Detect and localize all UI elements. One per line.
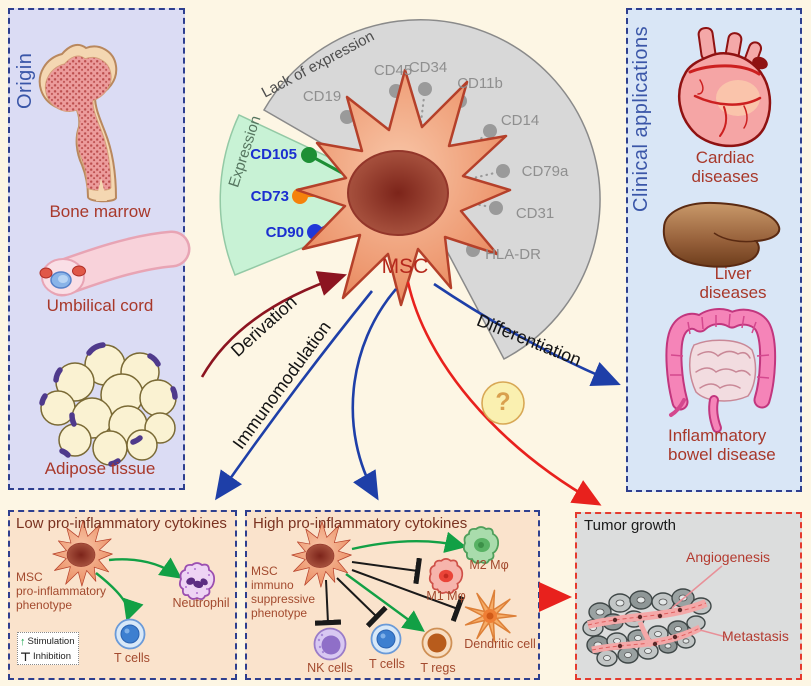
low-panel-title: Low pro-inflammatory cytokines — [16, 515, 227, 532]
stimulation-arrow-icon: ↑ — [20, 635, 26, 648]
m2-label: M2 Mφ — [469, 558, 509, 572]
marker-cd90: CD90 — [265, 224, 304, 241]
bone-marrow-label: Bone marrow — [49, 202, 151, 221]
neutrophil-label: Neutrophil — [172, 596, 230, 610]
adipose-tissue-label: Adipose tissue — [44, 459, 156, 478]
lack-marker-dots — [345, 87, 505, 252]
msc-label: MSC — [381, 255, 429, 278]
legend-box: ↑ Stimulation ⊤ Inhibition — [17, 632, 79, 665]
origin-panel-title: Origin — [14, 52, 36, 110]
question-mark: ? — [495, 388, 511, 416]
marker-cd11b: CD11b — [457, 75, 503, 92]
umbilical-cord-label: Umbilical cord — [46, 296, 154, 315]
marker-cd79a: CD79a — [521, 163, 569, 180]
marker-cd34: CD34 — [408, 59, 448, 76]
inhibition-bar-icon: ⊤ — [20, 649, 31, 664]
m1-label: M1 Mφ — [426, 589, 466, 603]
differentiation-label: Differentiation — [474, 310, 585, 371]
tcells-label-high: T cells — [369, 657, 405, 671]
ibd-label: Inflammatory bowel disease — [668, 426, 776, 465]
lack-marker-heads — [340, 82, 510, 257]
legend-stimulation-label: Stimulation — [27, 636, 75, 647]
nk-label: NK cells — [307, 661, 353, 675]
cardiac-diseases-label: Cardiac diseases — [691, 148, 759, 187]
marker-hladr: HLA-DR — [485, 246, 541, 263]
immunomodulation-arrow-right — [351, 288, 397, 501]
low-phenotype-line1: MSC — [16, 570, 43, 584]
dendritic-label: Dendritic cell — [464, 637, 536, 651]
low-phenotype-line3: phenotype — [16, 598, 73, 612]
tumor-panel-title: Tumor growth — [584, 517, 676, 534]
high-phenotype-line3: suppressive — [251, 592, 316, 606]
legend-inhibition-label: Inhibition — [32, 651, 71, 662]
high-phenotype-line1: MSC — [251, 564, 278, 578]
low-phenotype-line2: pro-inflammatory — [16, 584, 107, 598]
tcells-label-low: T cells — [114, 651, 150, 665]
marker-cd73: CD73 — [250, 188, 289, 205]
metastasis-label: Metastasis — [722, 628, 789, 644]
marker-cd19: CD19 — [302, 88, 342, 105]
high-panel-title: High pro-inflammatory cytokines — [253, 515, 468, 532]
tumor-growth-panel — [575, 512, 802, 680]
liver-diseases-label: Liver diseases — [699, 264, 767, 303]
angiogenesis-label: Angiogenesis — [686, 549, 771, 565]
immunomodulation-arrow-left — [215, 290, 374, 501]
high-phenotype-line4: phenotype — [251, 606, 308, 620]
tregs-label: T regs — [420, 661, 456, 675]
marker-cd14: CD14 — [500, 112, 540, 129]
clinical-panel-title: Clinical applications — [630, 25, 652, 213]
marker-cd105: CD105 — [250, 146, 297, 163]
high-phenotype-line2: immuno — [251, 578, 294, 592]
marker-cd31: CD31 — [515, 205, 555, 222]
